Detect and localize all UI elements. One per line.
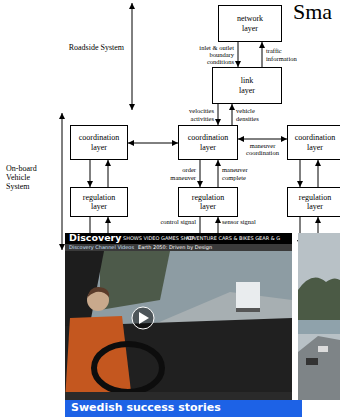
layer-box: network layer [218,5,282,42]
layer-connector [108,160,109,187]
photo-sky [298,233,340,400]
play-button [132,307,154,329]
road-photo [298,233,340,400]
site-header [65,233,292,244]
truck-ahead [236,282,260,312]
box-label: Swedish success stories [71,402,221,415]
video-controls [65,392,292,400]
layer-connector [262,42,263,67]
breadcrumb: Discovery Channel Videos [69,245,134,251]
photo-road [298,336,340,400]
signal-label: order maneuver [164,166,196,180]
video-screenshot [65,233,292,400]
box-label: regulation layer [83,193,115,211]
screenshot-ground [65,233,292,400]
driver-hair [87,287,109,298]
layer-box: regulation layer [287,187,340,217]
box-label: coordination layer [188,133,228,151]
photo-vehicle [318,346,328,352]
signal-label: vehicle densities [236,107,270,121]
layer-connector [128,143,178,144]
layer-connector [200,160,201,187]
system-label: On-board Vehicle System [6,165,46,191]
layer-box: regulation layer [70,187,128,217]
photo-water [298,320,340,334]
layer-connector [238,42,239,67]
box-label: link layer [239,76,255,94]
box-label: coordination layer [79,133,119,151]
layer-box: coordination layer [287,125,340,160]
signal-label: sensor signal [222,218,262,225]
signal-label: maneuver complete [222,166,254,180]
signal-label: maneuver coordination [239,142,287,156]
signal-label: traffic information [266,47,306,61]
site-logo: Discovery [69,233,121,243]
truck-ahead-shadow [236,308,260,312]
layer-box: regulation layer [178,187,238,217]
play-triangle [139,312,149,324]
layer-connector [218,104,219,125]
layer-connector [318,160,319,187]
layer-box: coordination layer [178,125,238,160]
roadside-trees [100,251,170,310]
steering-wheel [94,344,162,392]
site-nav: ADVENTURE CARS & BIKES GEAR & G [186,236,280,242]
caption-banner: Swedish success stories [65,400,302,417]
layer-connector [218,160,219,187]
box-label: network layer [237,14,263,32]
box-label: regulation layer [192,193,224,211]
roadside-arrow [132,3,133,110]
signal-label: control signal [156,218,196,225]
onboard-arrow [62,113,63,250]
signal-label: velocities activities [178,107,214,121]
slide-title: Sma [293,0,332,24]
signal-label: inlet & outlet boundary conditions [192,44,234,65]
site-nav: SHOWS VIDEO GAMES SHOP [123,236,194,242]
layer-connector [90,160,91,187]
layer-box: link layer [212,67,282,104]
layer-box: coordination layer [70,125,128,160]
layer-connector [232,104,233,125]
photo-vehicle [306,358,318,365]
layer-connector [300,160,301,187]
layer-connector [238,139,287,140]
system-label: Roadside System [66,44,124,53]
box-label: regulation layer [299,193,331,211]
video-title: Earth 2050: Driven by Design [138,245,212,251]
site-subbar [65,244,292,251]
box-label: coordination layer [295,133,335,151]
